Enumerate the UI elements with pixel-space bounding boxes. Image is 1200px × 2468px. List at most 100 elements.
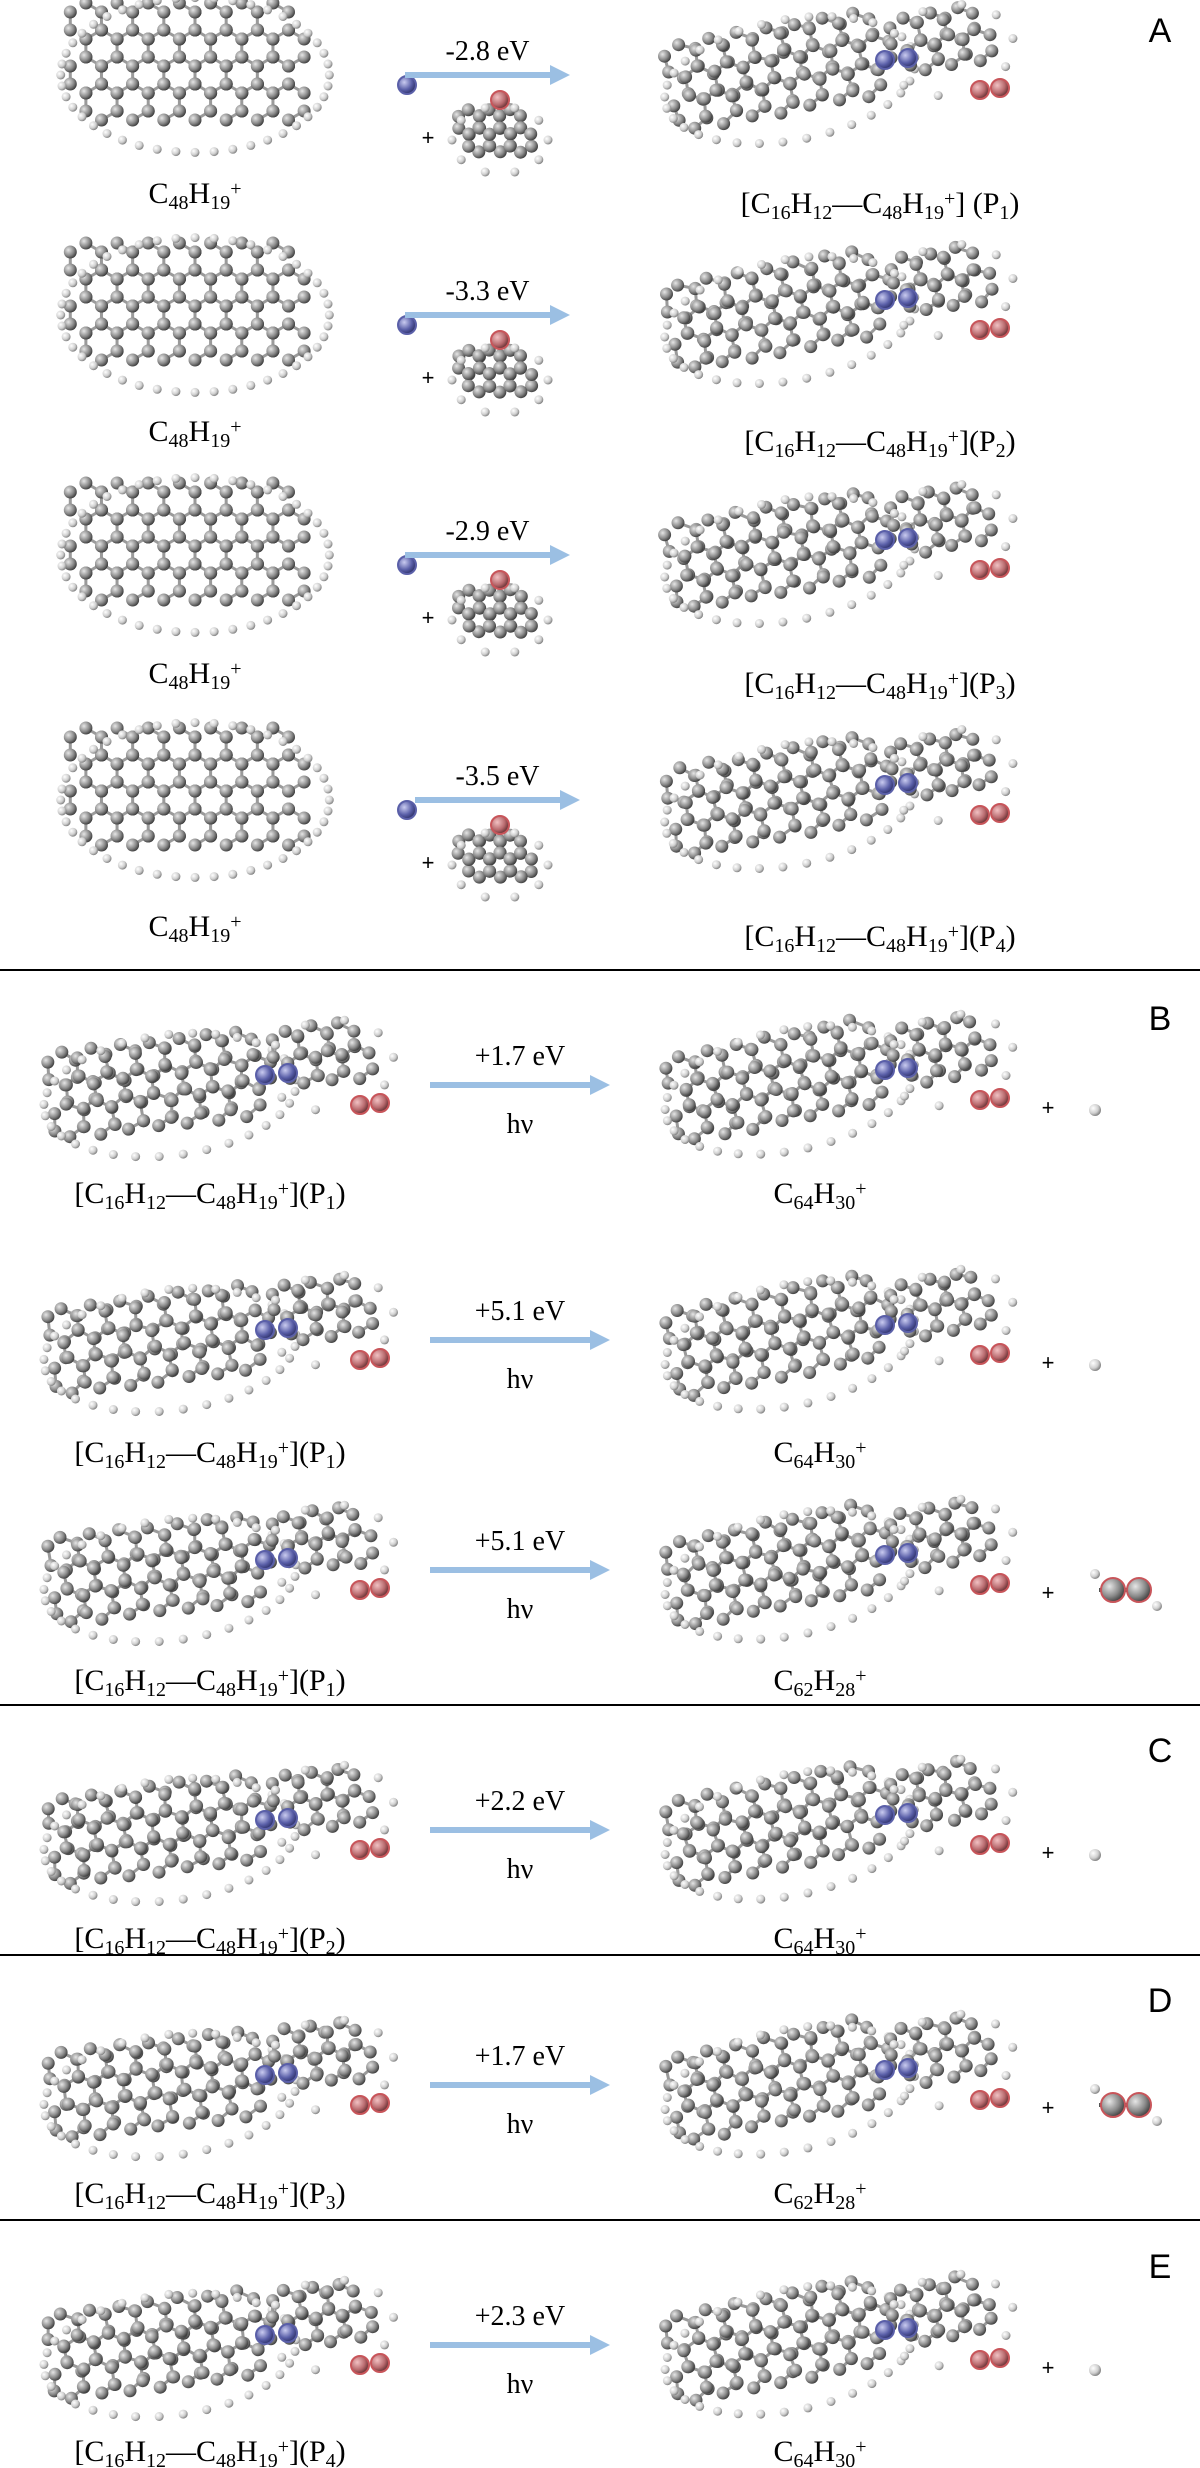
reactant-adduct-molecule-core-3-0: [39, 2025, 301, 2162]
adduct-oxygen-atom: [370, 1348, 390, 1368]
adduct-nitrogen-atom: [898, 1803, 918, 1823]
adduct-oxygen-atom: [970, 2350, 990, 2370]
adduct-product-molecule-core-3: [659, 731, 920, 873]
adduct-nitrogen-atom: [875, 2060, 895, 2080]
product-formula-label: C62H28+: [774, 2177, 867, 2214]
reactive-site-nitrogen-atom: [397, 315, 417, 335]
adduct-oxygen-atom: [990, 2348, 1010, 2368]
plus-sign: +: [1042, 2095, 1055, 2120]
product-molecule-arm-1-0p: [882, 1009, 1018, 1111]
adduct-oxygen-atom: [970, 1090, 990, 1110]
panel-label-E: E: [1149, 2248, 1172, 2286]
adduct-nitrogen-atom: [255, 2065, 275, 2085]
reactive-site-nitrogen-atom: [397, 555, 417, 575]
c16h12-reagent-molecule-1: [447, 343, 553, 417]
adduct-nitrogen-atom: [278, 1548, 298, 1568]
product-formula-label: C62H28+: [774, 1664, 867, 1701]
panel-label-B: B: [1149, 1000, 1172, 1038]
adduct-oxygen-atom: [970, 80, 990, 100]
reaction-energy-label: +1.7 eV: [475, 2041, 565, 2072]
reaction-arrow-head: [560, 790, 580, 810]
acetylene-byproduct-molecule: [1090, 1569, 1162, 1611]
reactant-adduct-molecule-core-1-2: [39, 1510, 301, 1647]
adduct-nitrogen-atom: [875, 1315, 895, 1335]
adduct-nitrogen-atom: [898, 1543, 918, 1563]
adduct-nitrogen-atom: [875, 50, 895, 70]
adduct-oxygen-atom: [990, 803, 1010, 823]
adduct-product-molecule-core-1: [660, 245, 920, 388]
adduct-oxygen-atom: [990, 2088, 1010, 2108]
reactant-formula-label: C48H19+: [149, 910, 242, 947]
product-formula-label: C64H30+: [774, 1177, 867, 1214]
adduct-oxygen-atom: [370, 2093, 390, 2113]
product-molecule-core-3-0p: [659, 2013, 919, 2159]
product-molecule-core-4-0p: [659, 2275, 919, 2419]
reagent-oxygen-atom: [490, 815, 510, 835]
photon-hv-label: hν: [507, 1854, 534, 1885]
adduct-oxygen-atom: [370, 2353, 390, 2373]
reactant-formula-label: [C16H12—C48H19+](P3): [74, 2177, 345, 2214]
adduct-nitrogen-atom: [278, 2323, 298, 2343]
c48h19-cation-molecule-1: [56, 233, 334, 397]
adduct-product-molecule-core-2: [658, 487, 920, 628]
adduct-nitrogen-atom: [898, 528, 918, 548]
c16h12-reagent-molecule-0: [447, 103, 553, 177]
reactant-formula-label: C48H19+: [149, 177, 242, 214]
photon-hv-label: hν: [507, 2369, 534, 2400]
photo-reaction-arrow-head: [590, 2335, 610, 2355]
panel-label-C: C: [1148, 1732, 1173, 1770]
plus-sign: +: [1042, 1350, 1055, 1375]
adduct-oxygen-atom: [990, 558, 1010, 578]
reaction-energy-label: +5.1 eV: [475, 1296, 565, 1327]
adduct-nitrogen-atom: [255, 1065, 275, 1085]
adduct-oxygen-atom: [970, 2090, 990, 2110]
reaction-energy-label: -2.9 eV: [446, 516, 530, 547]
reactant-formula-label: [C16H12—C48H19+](P4): [74, 2435, 345, 2468]
adduct-nitrogen-atom: [278, 1318, 298, 1338]
reactive-site-nitrogen-atom: [397, 800, 417, 820]
adduct-oxygen-atom: [350, 1580, 370, 1600]
photon-hv-label: hν: [507, 1364, 534, 1395]
adduct-nitrogen-atom: [255, 1320, 275, 1340]
plus-sign: +: [422, 605, 435, 630]
reaction-energy-label: -3.5 eV: [456, 761, 540, 792]
adduct-nitrogen-atom: [898, 2058, 918, 2078]
photon-hv-label: hν: [507, 2109, 534, 2140]
reaction-energy-label: -2.8 eV: [446, 36, 530, 67]
adduct-oxygen-atom: [350, 2095, 370, 2115]
adduct-nitrogen-atom: [278, 1063, 298, 1083]
adduct-oxygen-atom: [370, 1093, 390, 1113]
reactant-formula-label: [C16H12—C48H19+](P1): [74, 1436, 345, 1473]
product-molecule-core-2-0p: [659, 1760, 919, 1904]
adduct-nitrogen-atom: [898, 773, 918, 793]
adduct-oxygen-atom: [990, 1833, 1010, 1853]
adduct-nitrogen-atom: [255, 1550, 275, 1570]
product-formula-label: C64H30+: [774, 2435, 867, 2468]
adduct-oxygen-atom: [990, 78, 1010, 98]
reactant-formula-label: [C16H12—C48H19+](P1): [74, 1664, 345, 1701]
product-formula-label: [C16H12—C48H19+](P2): [744, 425, 1015, 462]
adduct-nitrogen-atom: [875, 1545, 895, 1565]
adduct-nitrogen-atom: [898, 288, 918, 308]
hydrogen-atom-byproduct: [1089, 1104, 1101, 1116]
reactive-site-nitrogen-atom: [397, 75, 417, 95]
adduct-nitrogen-atom: [278, 1808, 298, 1828]
reagent-oxygen-atom: [490, 570, 510, 590]
photo-reaction-arrow-head: [590, 1330, 610, 1350]
c48h19-cation-molecule-0: [56, 0, 334, 157]
adduct-nitrogen-atom: [278, 2063, 298, 2083]
adduct-oxygen-atom: [970, 320, 990, 340]
product-molecule-core-1-1p: [659, 1269, 919, 1414]
acetylene-byproduct-molecule: [1090, 2084, 1162, 2126]
reagent-oxygen-atom: [490, 90, 510, 110]
reactant-formula-label: [C16H12—C48H19+](P1): [74, 1177, 345, 1214]
product-formula-label: [C16H12—C48H19+](P4): [744, 920, 1015, 957]
photo-reaction-arrow-head: [590, 1075, 610, 1095]
reactant-formula-label: C48H19+: [149, 415, 242, 452]
c16h12-reagent-molecule-3: [447, 828, 553, 902]
adduct-nitrogen-atom: [875, 775, 895, 795]
adduct-oxygen-atom: [970, 1575, 990, 1595]
reaction-energy-label: +1.7 eV: [475, 1041, 565, 1072]
adduct-oxygen-atom: [370, 1838, 390, 1858]
product-molecule-core-1-2p: [659, 1498, 919, 1644]
